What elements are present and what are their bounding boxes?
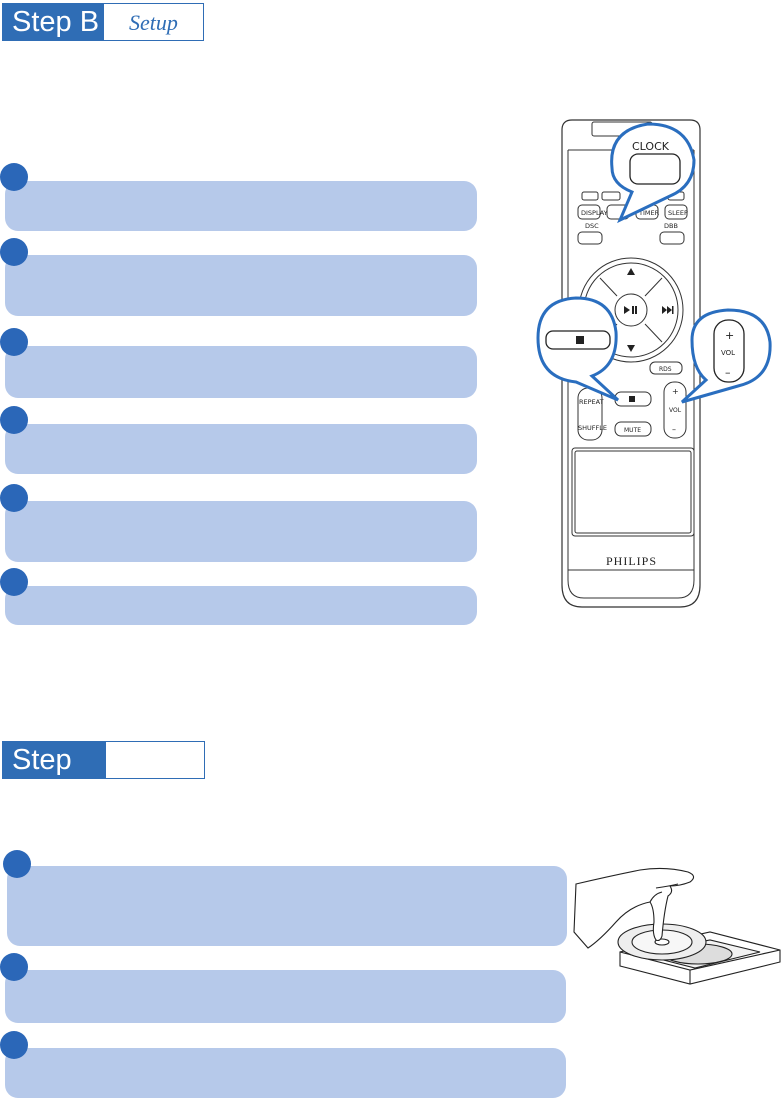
remote-control-illustration: DISPLAY TIMER SLEEP DSC DBB RDS REPEAT S… bbox=[536, 119, 772, 608]
disc-step-number-bullet-1 bbox=[3, 850, 31, 878]
remote-rds-label: RDS bbox=[659, 366, 672, 373]
step-2-label: Step bbox=[3, 742, 115, 778]
setup-step-bar-5 bbox=[5, 501, 477, 562]
step-b-header: Step B Setup bbox=[2, 3, 204, 41]
setup-step-bar-4 bbox=[5, 424, 477, 474]
disc-step-number-bullet-2 bbox=[0, 953, 28, 981]
step-b-label: Step B bbox=[3, 4, 113, 40]
setup-step-number-bullet-6 bbox=[0, 568, 28, 596]
setup-step-number-bullet-5 bbox=[0, 484, 28, 512]
disc-step-bar-3 bbox=[5, 1048, 566, 1098]
setup-step-bar-1 bbox=[5, 181, 477, 231]
callout-clock-label: CLOCK bbox=[632, 140, 670, 153]
remote-dbb-label: DBB bbox=[664, 222, 678, 230]
remote-volplus-small: + bbox=[672, 387, 679, 396]
remote-brand: PHILIPS bbox=[606, 554, 657, 568]
disc-step-number-bullet-3 bbox=[0, 1031, 28, 1059]
remote-shuffle-label: SHUFFLE bbox=[578, 424, 607, 432]
remote-vol-small: VOL bbox=[669, 407, 682, 414]
remote-dsc-label: DSC bbox=[585, 222, 599, 230]
callout-vol-plus: + bbox=[725, 329, 734, 342]
setup-step-number-bullet-1 bbox=[0, 163, 28, 191]
setup-step-number-bullet-3 bbox=[0, 328, 28, 356]
setup-step-bar-2 bbox=[5, 255, 477, 316]
remote-mute-label: MUTE bbox=[624, 427, 641, 434]
callout-vol-minus: – bbox=[725, 366, 731, 379]
disc-loading-illustration bbox=[573, 867, 781, 985]
step-2-sublabel bbox=[106, 742, 204, 778]
remote-display-label: DISPLAY bbox=[581, 209, 608, 217]
step-header-2: Step bbox=[2, 741, 205, 779]
step-b-sublabel: Setup bbox=[104, 4, 203, 40]
setup-step-bar-6 bbox=[5, 586, 477, 625]
remote-repeat-label: REPEAT bbox=[579, 398, 604, 406]
callout-vol-label: VOL bbox=[721, 349, 735, 357]
setup-step-number-bullet-4 bbox=[0, 406, 28, 434]
disc-step-bar-1 bbox=[7, 866, 567, 946]
setup-step-number-bullet-2 bbox=[0, 238, 28, 266]
setup-step-bar-3 bbox=[5, 346, 477, 398]
remote-timer-label: TIMER bbox=[638, 209, 660, 217]
disc-step-bar-2 bbox=[5, 970, 566, 1023]
remote-sleep-label: SLEEP bbox=[668, 209, 688, 217]
remote-volminus-small: – bbox=[672, 425, 676, 434]
